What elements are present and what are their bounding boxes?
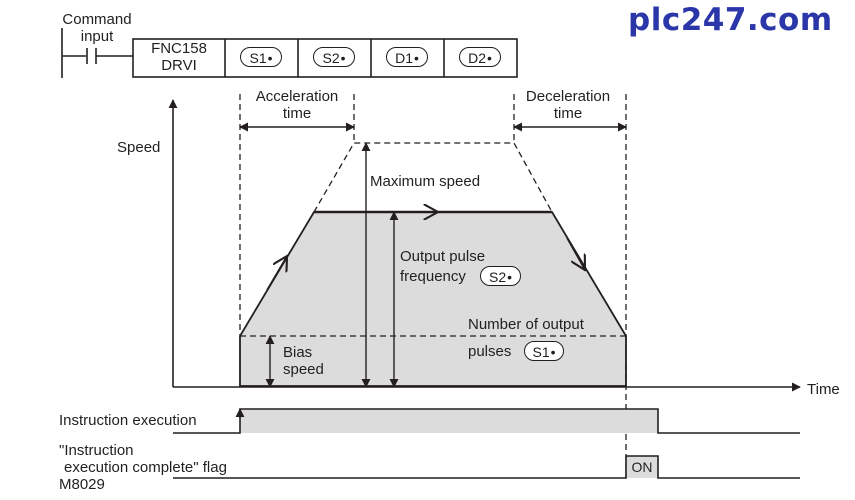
number-of-output-pulses-label: Number of output pulses (468, 316, 584, 360)
instruction-name: FNC158 DRVI (133, 40, 225, 74)
ladder-rung (61, 28, 518, 78)
operand-s1: S1• (240, 47, 282, 67)
acceleration-time-label: Acceleration time (238, 88, 356, 122)
instruction-execution-signal (173, 408, 800, 434)
output-pulse-frequency-line-2: frequency (400, 268, 466, 285)
operand-s2: S2• (313, 47, 355, 67)
execution-on-area (240, 409, 658, 433)
operand-s2-text: S2 (322, 50, 340, 66)
pulses-operand-text: S1 (532, 344, 550, 360)
time-axis-label: Time (807, 381, 840, 398)
acceleration-time-line-1: Acceleration (255, 88, 339, 105)
instruction-execution-label: Instruction execution (59, 412, 197, 429)
output-pulse-frequency-label: Output pulse frequency (400, 248, 485, 285)
output-pulse-frequency-line-1: Output pulse (400, 248, 486, 265)
deceleration-time-line-1: Deceleration (525, 88, 611, 105)
acceleration-time-line-2: time (282, 105, 312, 122)
output-pulse-operand-marker: • (507, 269, 513, 285)
pulses-operand-marker: • (550, 344, 556, 360)
number-of-output-line-2: pulses (468, 343, 512, 360)
instruction-box (132, 38, 518, 78)
instruction-mnemonic: DRVI (161, 57, 197, 74)
operand-d1: D1• (386, 47, 428, 67)
bias-speed-label: Bias speed (283, 344, 324, 378)
decel-direction-arrow (566, 237, 585, 270)
speed-axis-label: Speed (117, 139, 161, 156)
maximum-speed-label: Maximum speed (370, 173, 481, 190)
command-input-line-1: Command (62, 11, 132, 28)
instruction-fnc: FNC158 (151, 40, 207, 57)
operand-d2: D2• (459, 47, 501, 67)
operand-d1-marker: • (414, 50, 419, 66)
output-pulse-frequency-operand: S2• (480, 266, 521, 286)
flag-on-area (626, 456, 658, 478)
operand-d1-text: D1 (395, 50, 413, 66)
operand-s1-marker: • (267, 50, 273, 66)
flag-on-label: ON (631, 459, 653, 475)
operand-s2-marker: • (340, 50, 346, 66)
pulses-operand: S1• (524, 341, 564, 361)
deceleration-time-label: Deceleration time (508, 88, 628, 122)
number-of-output-line-1: Number of output (468, 316, 584, 333)
complete-flag-label: "Instruction execution complete" flag M8… (59, 442, 227, 493)
dimension-arrows (239, 122, 627, 388)
operand-d2-marker: • (487, 50, 492, 66)
deceleration-time-line-2: time (553, 105, 583, 122)
command-input-line-2: input (80, 28, 114, 45)
complete-flag-line-1: "Instruction (59, 442, 134, 459)
flag-waveform (173, 455, 800, 479)
bias-speed-line-2: speed (283, 361, 324, 378)
operand-d2-text: D2 (468, 50, 486, 66)
accel-direction-arrow (266, 256, 287, 291)
complete-flag-line-3: M8029 (59, 476, 105, 493)
command-input-label: Command input (58, 11, 136, 45)
bias-speed-line-1: Bias (283, 344, 313, 361)
operand-s1-text: S1 (249, 50, 267, 66)
complete-flag-line-2: execution complete" flag (64, 459, 227, 476)
execution-waveform (173, 408, 800, 434)
axes (168, 99, 801, 392)
brand-watermark: plc247.com (628, 2, 833, 38)
output-pulse-operand-text: S2 (488, 269, 507, 285)
complete-flag-signal (173, 455, 800, 479)
